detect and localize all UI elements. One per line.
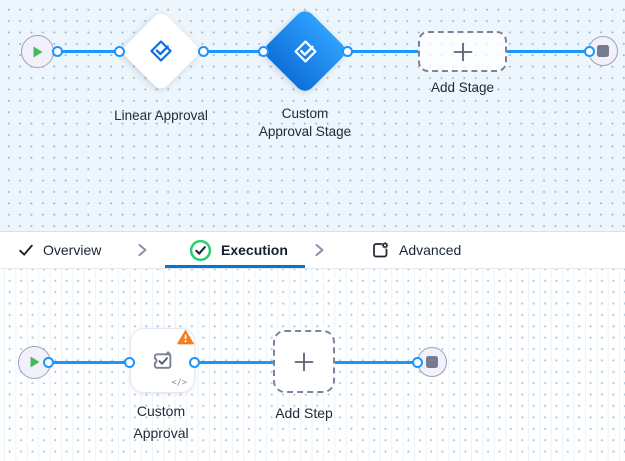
chevron-right-icon bbox=[136, 242, 149, 258]
custom-approval-stage-node[interactable] bbox=[261, 7, 349, 95]
tab-overview[interactable]: Overview bbox=[18, 232, 101, 268]
check-icon bbox=[18, 242, 34, 258]
success-check-circle-icon bbox=[189, 239, 212, 262]
stop-icon bbox=[426, 356, 438, 368]
edge-addstage-to-end bbox=[506, 49, 586, 53]
edge-custom-to-addstage bbox=[346, 49, 419, 53]
play-icon bbox=[29, 356, 40, 368]
port[interactable] bbox=[197, 45, 209, 57]
port[interactable] bbox=[42, 356, 54, 368]
add-step-label: Add Step bbox=[275, 405, 333, 421]
custom-approval-step-label: Custom Approval bbox=[133, 403, 189, 441]
port[interactable] bbox=[257, 45, 269, 57]
edge-custom-to-addstep bbox=[193, 360, 274, 364]
stage-flow-canvas: Linear Approval Custom Approval Stage Ad… bbox=[0, 0, 625, 231]
port[interactable] bbox=[411, 356, 423, 368]
advanced-settings-icon bbox=[370, 240, 390, 260]
edge-addstep-to-end bbox=[334, 360, 414, 364]
tab-advanced[interactable]: Advanced bbox=[370, 232, 461, 268]
warning-icon[interactable] bbox=[177, 330, 194, 345]
tab-execution[interactable]: Execution bbox=[189, 232, 288, 268]
port[interactable] bbox=[583, 45, 595, 57]
approval-icon bbox=[148, 38, 174, 64]
tab-advanced-label: Advanced bbox=[399, 242, 462, 258]
start-node[interactable] bbox=[21, 35, 54, 68]
add-step-button[interactable] bbox=[273, 330, 335, 393]
edge-linear-to-custom bbox=[202, 49, 264, 53]
active-tab-underline bbox=[165, 265, 305, 268]
stop-icon bbox=[597, 45, 609, 57]
plus-icon bbox=[451, 40, 475, 64]
play-icon bbox=[32, 46, 43, 58]
step-flow-canvas: </> Custom Approval bbox=[0, 269, 625, 461]
add-stage-button[interactable] bbox=[418, 31, 507, 72]
approval-icon bbox=[292, 38, 319, 65]
linear-approval-node[interactable] bbox=[119, 9, 203, 93]
port[interactable] bbox=[188, 356, 200, 368]
plus-icon bbox=[292, 350, 316, 374]
stage-tab-bar: Overview Execution bbox=[0, 231, 625, 269]
port[interactable] bbox=[113, 45, 125, 57]
chevron-right-icon bbox=[313, 242, 326, 258]
port[interactable] bbox=[341, 45, 353, 57]
add-stage-label: Add Stage bbox=[430, 80, 495, 95]
tab-overview-label: Overview bbox=[43, 242, 102, 258]
edge-start-to-custom bbox=[47, 360, 131, 364]
code-badge: </> bbox=[171, 378, 187, 388]
custom-approval-icon bbox=[149, 347, 176, 374]
linear-approval-label: Linear Approval bbox=[114, 108, 208, 123]
port[interactable] bbox=[51, 45, 63, 57]
port[interactable] bbox=[123, 356, 135, 368]
custom-approval-stage-label: Custom Approval Stage bbox=[258, 106, 352, 139]
tab-execution-label: Execution bbox=[221, 242, 288, 258]
edge-start-to-linear bbox=[56, 49, 121, 53]
